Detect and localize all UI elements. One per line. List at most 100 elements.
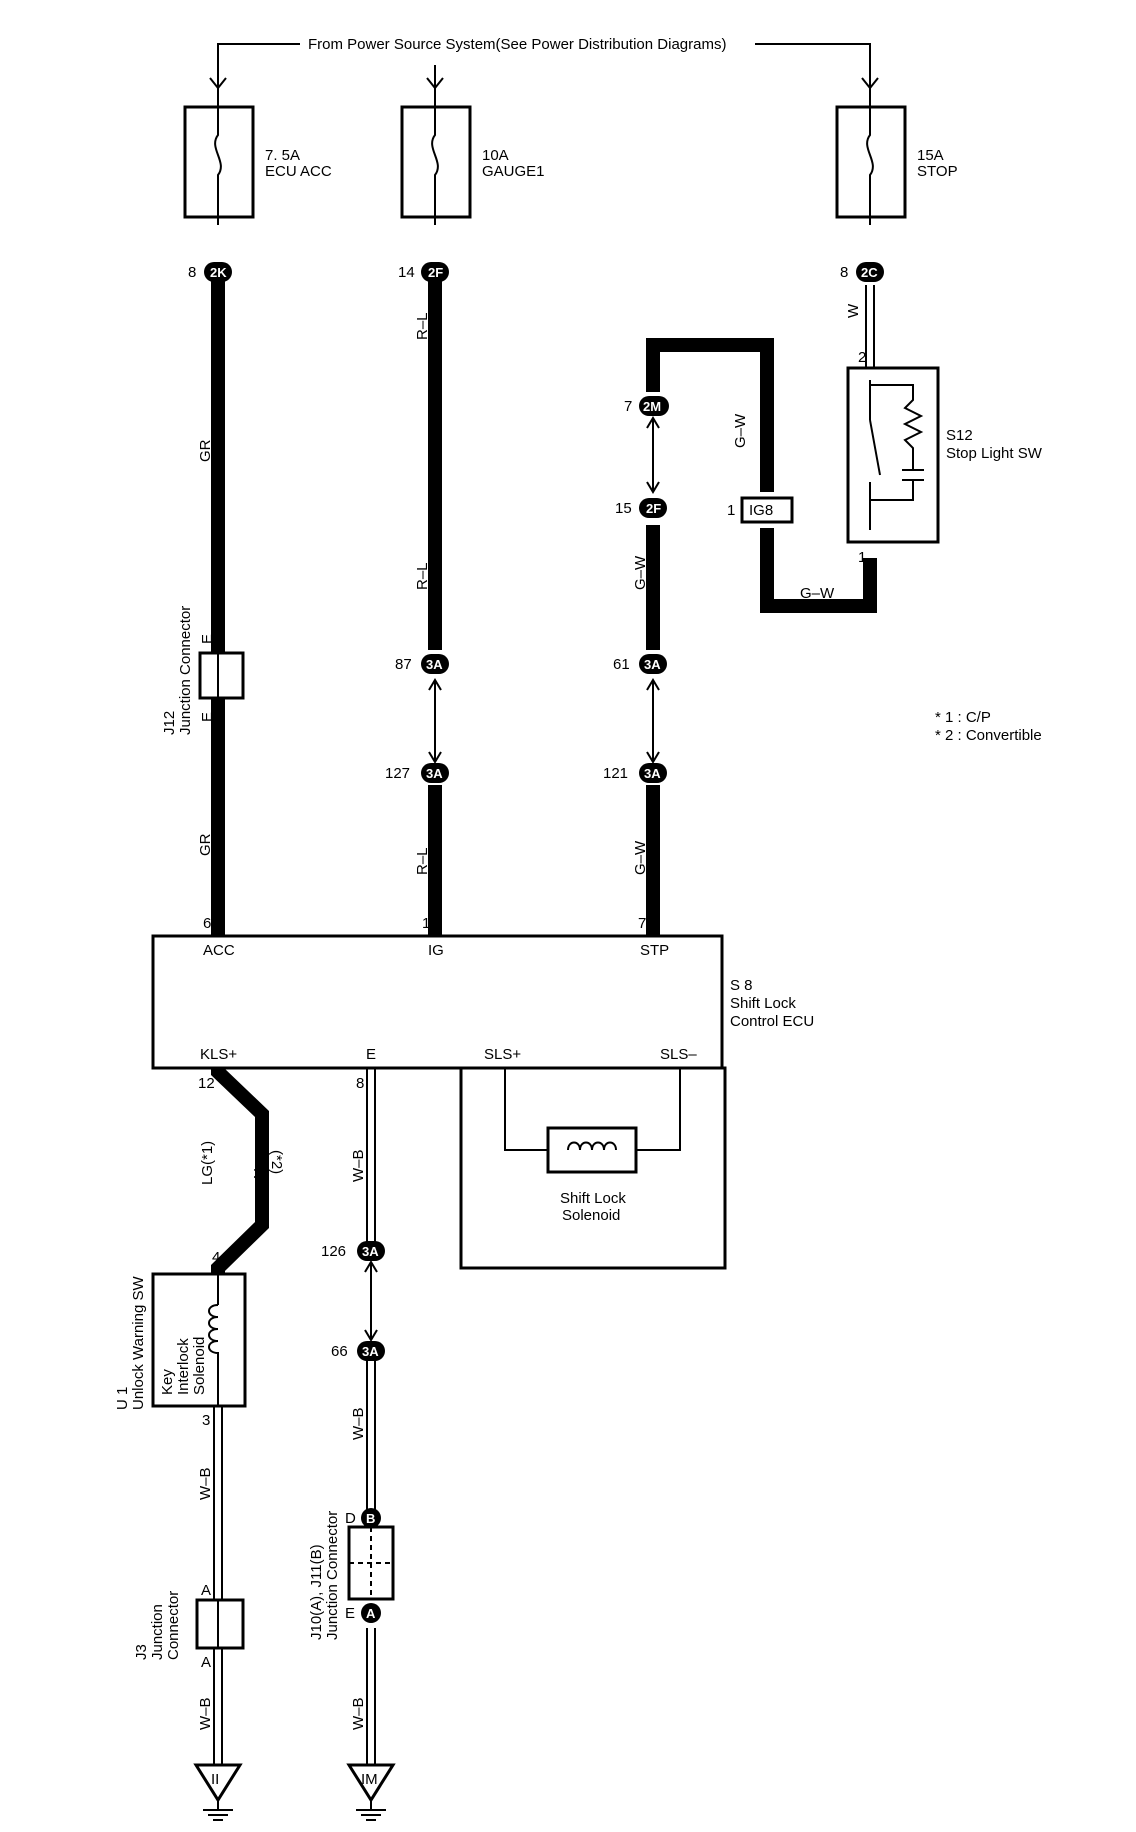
ground-im: IM xyxy=(346,1763,396,1821)
svg-text:3A: 3A xyxy=(362,1344,379,1359)
wire-gr-label-2: GR xyxy=(197,833,214,856)
shift-lock-solenoid-name-2: Solenoid xyxy=(562,1207,620,1224)
u1-pin-top: 4 xyxy=(212,1249,220,1266)
svg-text:8: 8 xyxy=(840,264,848,281)
fuse-stop: 15A STOP xyxy=(835,100,958,225)
wire-gw-label-1: G–W xyxy=(732,413,749,448)
wire-gw-label-4: G–W xyxy=(800,585,835,602)
ecu-name-2: Control ECU xyxy=(730,1013,814,1030)
j10-name: Junction Connector xyxy=(324,1511,341,1640)
ecu-name-1: Shift Lock xyxy=(730,995,796,1012)
ecu-stp: STP xyxy=(640,942,669,959)
s12-pin-bottom: 1 xyxy=(858,549,866,566)
svg-text:2M: 2M xyxy=(643,399,661,414)
fuse-gauge1-name: GAUGE1 xyxy=(482,163,545,180)
svg-text:3A: 3A xyxy=(426,657,443,672)
connector-3a-66: 3A 66 xyxy=(331,1341,385,1361)
u1-inner-3: Solenoid xyxy=(191,1337,208,1395)
svg-text:IG8: IG8 xyxy=(749,502,773,519)
inline-links xyxy=(364,416,660,1342)
note-1: * 1 : C/P xyxy=(935,709,991,726)
ground-im-label: IM xyxy=(361,1771,378,1788)
wire-gw-loop xyxy=(646,338,774,492)
shift-lock-solenoid-name-1: Shift Lock xyxy=(560,1190,626,1207)
shift-lock-solenoid: Shift Lock Solenoid xyxy=(459,1066,727,1270)
svg-text:D: D xyxy=(345,1510,356,1527)
svg-text:2F: 2F xyxy=(428,265,443,280)
ecu-pin-kls: 12 xyxy=(198,1075,215,1092)
wire-gw-ig8 xyxy=(760,528,877,613)
svg-text:3A: 3A xyxy=(644,766,661,781)
j12-pin-bottom: E xyxy=(199,712,216,722)
fuse-ecu-acc: 7. 5A ECU ACC xyxy=(183,100,332,225)
stop-light-switch: S12 Stop Light SW 1 xyxy=(846,366,1043,566)
ecu-sls-minus: SLS– xyxy=(660,1046,697,1063)
wire-rl-label-1: R–L xyxy=(414,312,431,340)
svg-text:3A: 3A xyxy=(426,766,443,781)
wire-wb-label-5: W–B xyxy=(197,1697,214,1730)
ground-ii: II xyxy=(193,1763,243,1821)
svg-text:66: 66 xyxy=(331,1343,348,1360)
fuse-ecu-acc-name: ECU ACC xyxy=(265,163,332,180)
ecu-acc: ACC xyxy=(203,942,235,959)
connector-2k: 2K 8 xyxy=(188,262,232,282)
wire-w-label: W xyxy=(845,303,862,318)
u1-id: U 1 xyxy=(114,1387,131,1410)
wire-gr-label-1: GR xyxy=(197,439,214,462)
j12-name: Junction Connector xyxy=(177,606,194,735)
connector-3a-87: 3A 87 xyxy=(395,654,449,674)
j3-pin-bottom: A xyxy=(201,1654,211,1671)
svg-text:3A: 3A xyxy=(362,1244,379,1259)
s12-name: Stop Light SW xyxy=(946,445,1043,462)
u1-inner-1: Key xyxy=(159,1369,176,1395)
svg-text:127: 127 xyxy=(385,765,410,782)
svg-text:15: 15 xyxy=(615,500,632,517)
wire-gw-label-3: G–W xyxy=(632,840,649,875)
svg-text:E: E xyxy=(345,1605,355,1622)
j3-name-2: Connector xyxy=(165,1591,182,1660)
svg-text:A: A xyxy=(366,1606,376,1621)
fuse-gauge1-amp: 10A xyxy=(482,147,509,164)
connector-ig8: IG8 1 xyxy=(727,496,794,524)
j12-junction-connector: E E J12 Junction Connector xyxy=(161,606,245,735)
connector-3a-127: 3A 127 xyxy=(385,763,449,783)
connector-2m: 2M 7 xyxy=(624,396,669,416)
j12-id: J12 xyxy=(161,711,178,735)
j12-pin-top: E xyxy=(199,634,216,644)
connector-2f: 2F 14 xyxy=(398,262,449,282)
svg-text:8: 8 xyxy=(188,264,196,281)
ecu-pin-acc: 6 xyxy=(203,915,211,932)
j3-junction-connector: A A J3 Junction Connector xyxy=(133,1582,245,1671)
svg-text:2K: 2K xyxy=(210,265,227,280)
ecu-id: S 8 xyxy=(730,977,753,994)
svg-text:2C: 2C xyxy=(861,265,878,280)
wire-lg-r xyxy=(211,1063,269,1274)
connector-a: A E xyxy=(345,1603,381,1623)
svg-text:7: 7 xyxy=(624,398,632,415)
ecu-sls-plus: SLS+ xyxy=(484,1046,521,1063)
ecu-pin-ig: 1 xyxy=(422,915,430,932)
ecu-e: E xyxy=(366,1046,376,1063)
wire-wb-label-4: W–B xyxy=(197,1467,214,1500)
unlock-warning-switch: 4 Key Interlock Solenoid U 1 Unlock Warn… xyxy=(114,1249,247,1429)
svg-text:14: 14 xyxy=(398,264,415,281)
ecu-pin-stp: 7 xyxy=(638,915,646,932)
svg-text:B: B xyxy=(366,1511,375,1526)
wire-r-note: (*2) xyxy=(268,1150,285,1174)
wire-wb-label-3: W–B xyxy=(350,1697,367,1730)
wire-gw-label-2: G–W xyxy=(632,555,649,590)
svg-text:87: 87 xyxy=(395,656,412,673)
fuse-gauge1: 10A GAUGE1 xyxy=(400,100,545,225)
u1-pin-bottom: 3 xyxy=(202,1412,210,1429)
j10-id: J10(A), J11(B) xyxy=(308,1544,325,1640)
connector-2c: 2C 8 xyxy=(840,262,884,282)
power-source-label: From Power Source System(See Power Distr… xyxy=(308,36,726,53)
connector-b: B D xyxy=(345,1508,381,1528)
u1-inner-2: Interlock xyxy=(175,1338,192,1395)
svg-text:61: 61 xyxy=(613,656,630,673)
j3-name-1: Junction xyxy=(149,1604,166,1660)
power-source: From Power Source System(See Power Distr… xyxy=(209,36,879,100)
shift-lock-control-ecu: ACC IG STP KLS+ E SLS+ SLS– 6 1 7 12 8 S… xyxy=(151,915,814,1092)
j3-pin-top: A xyxy=(201,1582,211,1599)
